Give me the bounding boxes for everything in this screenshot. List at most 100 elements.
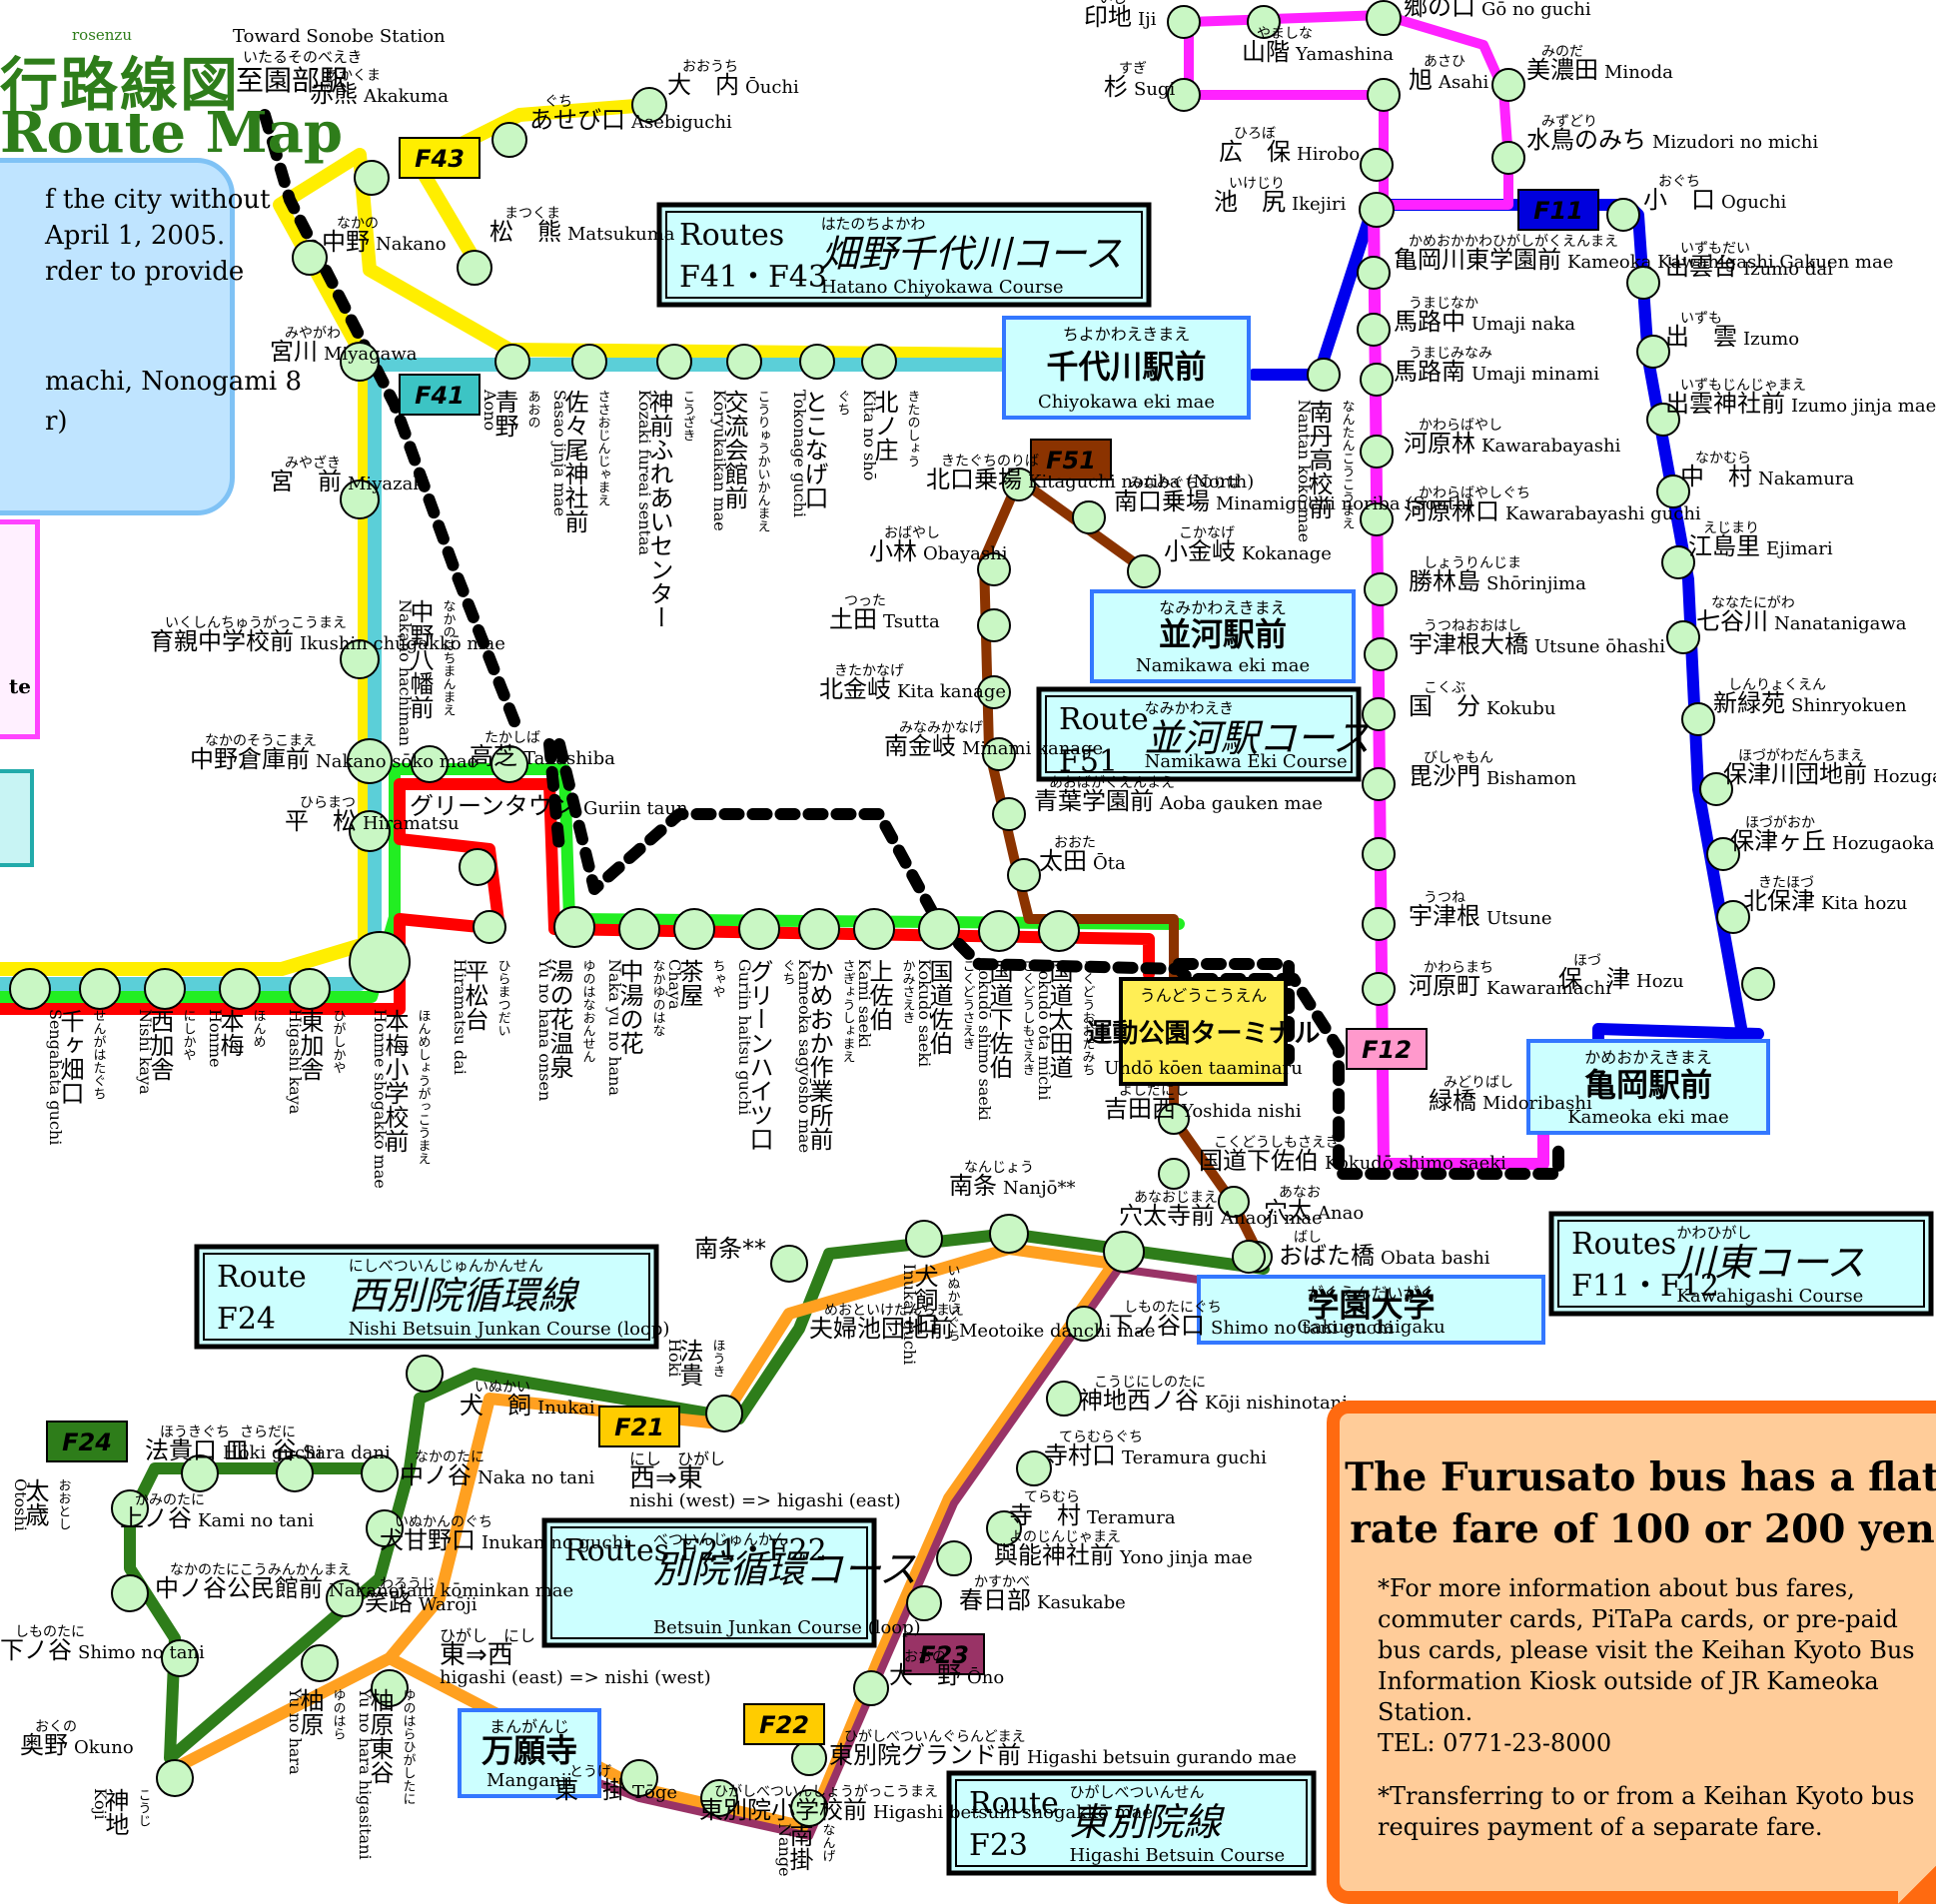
route-box-en: Kawahigashi Course — [1676, 1286, 1863, 1307]
station-kana: なかのそうこまえ — [205, 733, 317, 749]
station-kana: うつねおおはし — [1424, 618, 1521, 634]
station-name-ja: 出雲神社前 — [1665, 390, 1785, 418]
station-label-vertical: 国道佐伯こくどうさえきKokudō saeki — [915, 959, 975, 1067]
fare-note-line: *For more information about bus fares, — [1378, 1574, 1855, 1602]
station-name-en: Kokudō saeki — [915, 959, 934, 1067]
station-name-ja: 穴太寺前 — [1119, 1202, 1215, 1230]
info-line: rder to provide — [45, 257, 245, 287]
station-name-en: Okuno — [74, 1737, 134, 1758]
route-box-ja: 畑野千代川コース — [821, 232, 1123, 276]
station-kana: ひがしかや — [331, 1009, 347, 1074]
station-name-en: Oguchi — [1721, 192, 1787, 213]
station-name-ja: 下ノ谷口 — [1109, 1312, 1205, 1340]
station-kana: しんりょくえん — [1728, 677, 1826, 693]
route-box-ja: 別院循環コース — [653, 1547, 917, 1591]
station-name-en: Kita kanage — [897, 681, 1006, 702]
station-label-vertical: 中湯の花なかゆのはなNaka yu no hana — [605, 959, 665, 1096]
station-name-en: Miyagawa — [324, 344, 418, 365]
station-kana: うつね — [1424, 890, 1465, 906]
station-name-ja: 河原林口 — [1404, 497, 1499, 525]
route-line-dashed-terminal — [1173, 958, 1295, 1065]
station-name-ja: 本梅 — [216, 1009, 244, 1057]
station-name-ja: 夫婦池団地前 — [809, 1315, 953, 1343]
station-name-en: Ōuchi — [745, 75, 799, 98]
station-label-vertical: 国道太田道こくどうおおたみちKokudō ōta michi — [1035, 959, 1095, 1100]
station-kana: びしゃもん — [1424, 750, 1493, 766]
route-badge-f41: F41 — [399, 374, 481, 416]
station-kana: ゆのはらひがしたに — [401, 1688, 417, 1805]
station-name-ja: 法貴口 — [145, 1436, 217, 1464]
station-name-ja: 太田 — [1039, 847, 1087, 875]
station-name-ja: 與能神社前 — [994, 1541, 1114, 1569]
station-kana: きたぐちのりば — [941, 454, 1039, 470]
station-kana: いずもじんじゃまえ — [1680, 378, 1806, 394]
station-name-en: Ōtoshi — [11, 1478, 31, 1531]
fare-note-line: *Transferring to or from a Keihan Kyoto … — [1378, 1782, 1915, 1810]
station-name-ja: 土田 — [829, 605, 877, 633]
station-name-en: Higashi betsuin shōgakkō mae — [873, 1802, 1153, 1823]
route-box-kana: ひがしべついんせん — [1069, 1783, 1204, 1801]
toward-kana: いたるそのべえき — [243, 48, 363, 66]
station-name-en: Nanatanigawa — [1774, 613, 1907, 634]
station-name-en: Nakano — [376, 234, 447, 255]
station-kana: こくどうしもさえき — [1214, 1135, 1340, 1151]
direction-en: higashi (east) => nishi (west) — [440, 1667, 711, 1688]
station-name-en: Mizudori no michi — [1652, 132, 1818, 153]
station-label: ほづがわだんちまえ保津川団地前Hozugawa danchi mae — [1723, 748, 1936, 788]
route-box-ja: 東別院線 — [1069, 1800, 1225, 1844]
hub-box-kana: がくえんだいがく — [1307, 1284, 1435, 1303]
route-badge-f51: F51 — [1030, 439, 1112, 480]
station-name-ja: 犬飼口 — [910, 1264, 938, 1336]
station-name-en: Minami kanage — [962, 738, 1103, 759]
station-name-ja: 下ノ谷 — [0, 1636, 72, 1664]
station-kana: みなみかなげ — [899, 720, 983, 736]
station-kana: ぐち — [780, 959, 795, 985]
station-name-en: Aoba gauken mae — [1159, 793, 1323, 814]
station-kana: なかゆのはな — [650, 959, 665, 1037]
station-name-en: Kasukabe — [1037, 1592, 1126, 1613]
station-label-vertical: かめおか作業所前さぎょうしょまえKameoka sagyōsho mae — [795, 959, 855, 1153]
station-kana: さらだに — [240, 1425, 296, 1440]
station-kana: かみのたに — [135, 1492, 205, 1508]
route-badge-label: F22 — [759, 1711, 809, 1739]
station-kana: さぎょうしょまえ — [840, 959, 855, 1063]
station-name-en: Higashi betsuin gurando mae — [1027, 1747, 1297, 1768]
station-name-en: Bishamon — [1486, 768, 1576, 789]
station-name-ja: 神地 — [101, 1788, 129, 1836]
station-name-ja: 南金岐 — [884, 732, 956, 760]
station-kana: みなみぐちのりば — [1129, 476, 1241, 491]
station-name-ja: 松 熊 — [489, 218, 561, 246]
station-name-ja: 春日部 — [959, 1586, 1031, 1614]
station-kana: きたほづ — [1758, 875, 1814, 891]
station-name-ja: 保津ヶ丘 — [1730, 827, 1826, 855]
station-name-en: Umaji minami — [1471, 364, 1599, 385]
station-name-en: Kōji nishinotani — [1205, 1393, 1348, 1414]
station-name-en: Miyazaki — [348, 474, 430, 494]
station-name-ja: 出 雲 — [1665, 323, 1737, 351]
hub-box-en: Namikawa eki mae — [1136, 655, 1310, 676]
station-name-ja: 中 村 — [1680, 463, 1752, 490]
fare-note-line: requires payment of a separate fare. — [1378, 1813, 1823, 1841]
station-label-vertical: グリーンハイツ口ぐちGuriin haitsu guchi — [735, 959, 795, 1151]
station-name-ja: 大 野 — [889, 1661, 961, 1689]
station-label-vertical: 湯の花温泉ゆのはなおんせんYu no hana onsen — [535, 958, 595, 1101]
